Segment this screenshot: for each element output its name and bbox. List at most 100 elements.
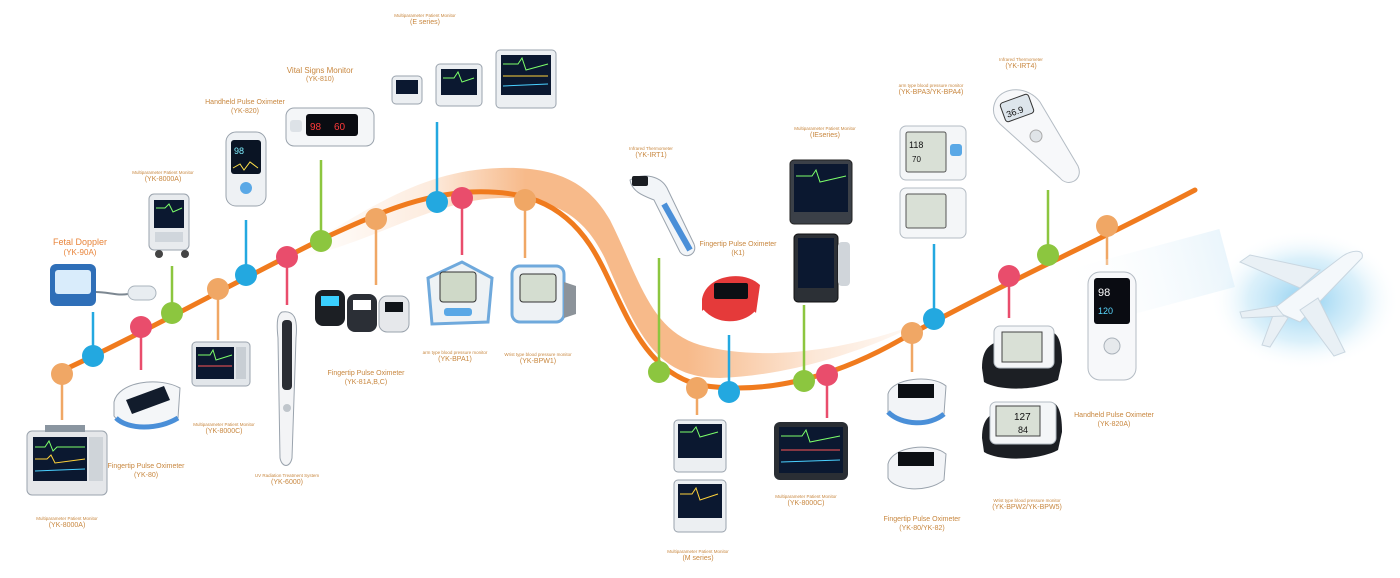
timeline-nodes bbox=[51, 187, 1118, 403]
product-model: (YK-BPW1) bbox=[519, 357, 557, 365]
node bbox=[82, 345, 104, 367]
vitals-spo2-readout: 98 bbox=[310, 122, 322, 133]
wrist-bp-monitor-image bbox=[508, 262, 578, 328]
product-title: Handheld Pulse Oximeter bbox=[205, 99, 285, 106]
product-label: Multiparameter Patient Monitor (YK-8000C… bbox=[193, 422, 255, 436]
fingertip-oximeters-image bbox=[313, 286, 413, 336]
product-label: Vital Signs Monitor (YK-810) bbox=[287, 66, 354, 85]
product-title: Fingertip Pulse Oximeter bbox=[327, 370, 405, 377]
timeline-band bbox=[300, 167, 945, 378]
product-label: arm type blood pressure monitor (YK-BPA3… bbox=[899, 83, 964, 97]
product-label: Infrared Thermometer (YK-IRT1) bbox=[629, 146, 673, 160]
product-title: Multiparameter Patient Monitor bbox=[36, 516, 98, 521]
node bbox=[816, 364, 838, 386]
node bbox=[923, 308, 945, 330]
uv-treatment-wand-image bbox=[272, 308, 302, 470]
node bbox=[310, 230, 332, 252]
product-title: Fetal Doppler bbox=[52, 237, 108, 247]
ie-series-monitors-image bbox=[786, 158, 856, 304]
bpw2-sys-readout: 127 bbox=[1014, 412, 1031, 423]
patient-monitor-image bbox=[25, 425, 109, 497]
node bbox=[235, 264, 257, 286]
vitals-pr-readout: 60 bbox=[334, 122, 346, 133]
product-model: (YK-IRT4) bbox=[1005, 62, 1037, 70]
product-title: arm type blood pressure monitor bbox=[898, 83, 964, 88]
product-title: arm type blood pressure monitor bbox=[422, 350, 488, 355]
node bbox=[718, 381, 740, 403]
infrared-thermometer-image: 36.9 bbox=[988, 84, 1084, 188]
product-label: Handheld Pulse Oximeter (YK-820A) bbox=[1074, 412, 1154, 430]
product-label: UV Radiation Treatment System (YK-6000) bbox=[255, 473, 319, 487]
product-title: Wrist type blood pressure monitor bbox=[504, 352, 572, 357]
product-model: (E series) bbox=[410, 18, 440, 26]
node bbox=[1037, 244, 1059, 266]
node bbox=[161, 302, 183, 324]
product-title: Fingertip Pulse Oximeter bbox=[883, 516, 961, 523]
node bbox=[1096, 215, 1118, 237]
product-label: Multiparameter Patient Monitor (YK-8000A… bbox=[132, 170, 194, 184]
product-title: Multiparameter Patient Monitor bbox=[193, 422, 255, 427]
product-title: Multiparameter Patient Monitor bbox=[394, 13, 456, 18]
infrared-thermometer-image bbox=[624, 170, 700, 260]
fingertip-oximeter-image bbox=[698, 265, 764, 331]
product-title: Fingertip Pulse Oximeter bbox=[699, 241, 777, 248]
handheld-oximeter-image: 98 bbox=[222, 130, 270, 208]
fingertip-oximeter-image bbox=[108, 372, 186, 434]
node bbox=[207, 278, 229, 300]
product-title: Multiparameter Patient Monitor bbox=[667, 549, 729, 554]
e-series-monitors-image bbox=[388, 48, 558, 118]
bpa-dia-readout: 70 bbox=[912, 155, 921, 164]
product-label: Multiparameter Patient Monitor (YK-8000C… bbox=[775, 494, 837, 508]
product-model: (YK-80/YK-82) bbox=[899, 524, 945, 532]
vital-signs-monitor-image: 98 60 bbox=[284, 102, 376, 152]
product-label: Fingertip Pulse Oximeter (YK-80) bbox=[107, 463, 184, 481]
yk820a-spo2-readout: 98 bbox=[1098, 287, 1110, 299]
product-model: (YK-81A,B,C) bbox=[344, 378, 388, 386]
product-title: Infrared Thermometer bbox=[629, 146, 673, 151]
product-title: Multiparameter Patient Monitor bbox=[132, 170, 194, 175]
product-title: Multiparameter Patient Monitor bbox=[794, 126, 856, 131]
product-label: Wrist type blood pressure monitor (YK-BP… bbox=[504, 352, 571, 366]
fingertip-oximeters-image bbox=[884, 372, 950, 498]
wrist-bp-monitors-image: 127 84 bbox=[980, 318, 1064, 466]
product-label: Fingertip Pulse Oximeter (K1) bbox=[699, 241, 776, 259]
node bbox=[686, 377, 708, 399]
product-model: (YK-8000A) bbox=[48, 521, 86, 529]
product-model: (M series) bbox=[682, 554, 714, 562]
patient-monitor-image bbox=[145, 190, 197, 260]
yk820a-pr-readout: 120 bbox=[1098, 306, 1113, 316]
product-title: Multiparameter Patient Monitor bbox=[775, 494, 837, 499]
product-label: Multiparameter Patient Monitor (YK-8000A… bbox=[36, 516, 98, 530]
product-model: (YK-BPW2/YK-BPW5) bbox=[992, 503, 1062, 511]
product-title: Fingertip Pulse Oximeter bbox=[107, 463, 185, 470]
product-label: Wrist type blood pressure monitor (YK-BP… bbox=[992, 498, 1062, 512]
product-model: (YK-BPA1) bbox=[438, 355, 472, 363]
product-model: (K1) bbox=[731, 249, 745, 257]
product-model: (YK-820A) bbox=[1097, 420, 1131, 428]
node bbox=[426, 191, 448, 213]
node bbox=[276, 246, 298, 268]
node bbox=[648, 361, 670, 383]
arm-bp-monitors-image: 118 70 bbox=[898, 124, 970, 242]
handheld-oximeter-image: 98 120 bbox=[1086, 270, 1138, 382]
product-model: (YK-BPA3/YK-BPA4) bbox=[898, 88, 964, 96]
product-label: Infrared Thermometer (YK-IRT4) bbox=[999, 57, 1043, 71]
product-label: Multiparameter Patient Monitor (E series… bbox=[394, 13, 456, 27]
bpw2-dia-readout: 84 bbox=[1018, 425, 1028, 435]
product-model: (YK-IRT1) bbox=[635, 151, 667, 159]
product-model: (YK-6000) bbox=[271, 478, 303, 486]
product-title: Wrist type blood pressure monitor bbox=[993, 498, 1061, 503]
node bbox=[130, 316, 152, 338]
node bbox=[998, 265, 1020, 287]
m-series-monitors-image bbox=[672, 418, 728, 536]
node bbox=[365, 208, 387, 230]
arm-bp-monitor-image bbox=[422, 258, 494, 330]
product-title: Handheld Pulse Oximeter bbox=[1074, 412, 1154, 419]
node bbox=[451, 187, 473, 209]
patient-monitor-image bbox=[190, 338, 252, 388]
product-model: (YK-8000A) bbox=[144, 175, 182, 183]
product-label: Handheld Pulse Oximeter (YK-820) bbox=[205, 99, 285, 117]
product-title: Infrared Thermometer bbox=[999, 57, 1043, 62]
